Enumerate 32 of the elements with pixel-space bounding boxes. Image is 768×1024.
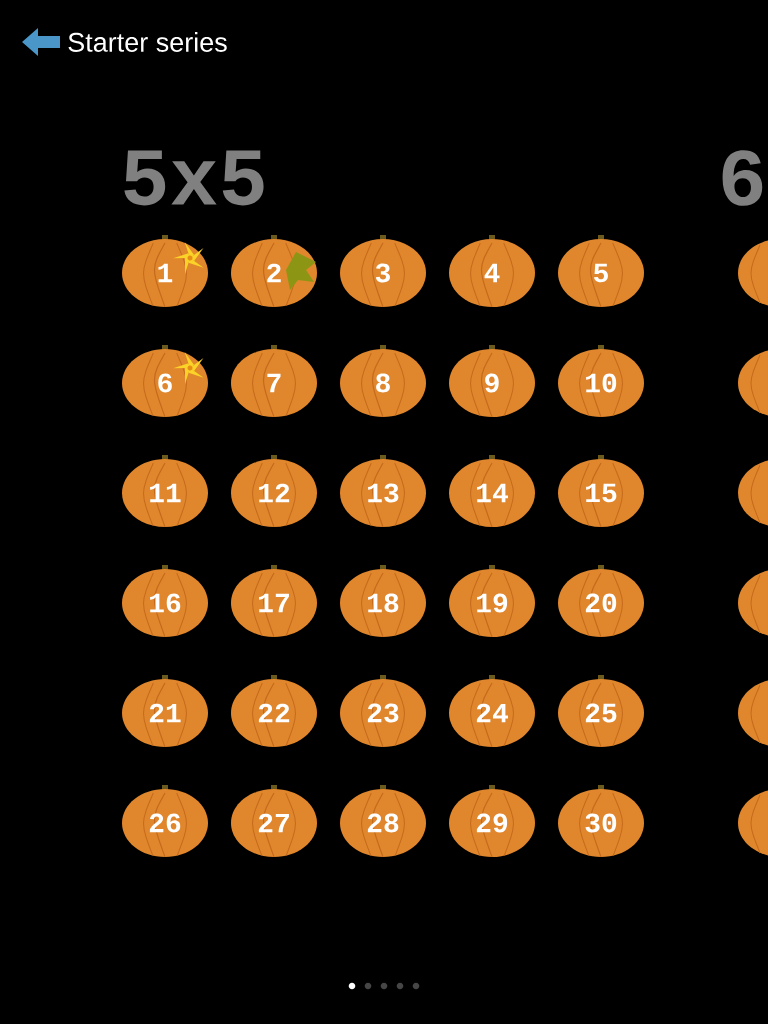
pumpkin-button: 24	[449, 675, 535, 747]
pumpkin-button: 1	[122, 235, 208, 307]
pumpkin-button: 10	[558, 345, 644, 417]
grid-size-heading: 5x5	[124, 150, 264, 206]
pumpkin-button: 26	[122, 785, 208, 857]
pumpkin-button: 8	[340, 345, 426, 417]
pumpkin-button: 25	[558, 675, 644, 747]
pumpkin-button: 20	[558, 565, 644, 637]
pumpkin-button: 29	[449, 785, 535, 857]
pumpkin-button: 11	[122, 455, 208, 527]
pumpkin-button: 3	[340, 235, 426, 307]
grid-size-heading: 6	[722, 150, 763, 206]
back-link: Starter series	[68, 32, 227, 52]
pumpkin-button: 21	[122, 675, 208, 747]
pumpkin-button: 16	[122, 565, 208, 637]
pumpkin-button: 7	[231, 345, 317, 417]
pumpkin-button: 5	[558, 235, 644, 307]
pumpkin-button: 18	[340, 565, 426, 637]
pumpkin-button: 9	[449, 345, 535, 417]
pumpkin-button: 22	[231, 675, 317, 747]
pumpkin-button: 12	[231, 455, 317, 527]
pumpkin-button: 15	[558, 455, 644, 527]
pumpkin-button: 30	[558, 785, 644, 857]
pumpkin-button: 13	[340, 455, 426, 527]
pumpkin-button: 23	[340, 675, 426, 747]
pumpkin-button: 14	[449, 455, 535, 527]
pumpkin-button: 28	[340, 785, 426, 857]
pumpkin-button: 27	[231, 785, 317, 857]
pumpkin-button: 4	[449, 235, 535, 307]
pumpkin-button: 17	[231, 565, 317, 637]
pumpkin-button: 19	[449, 565, 535, 637]
pumpkin-button: 6	[122, 345, 208, 417]
